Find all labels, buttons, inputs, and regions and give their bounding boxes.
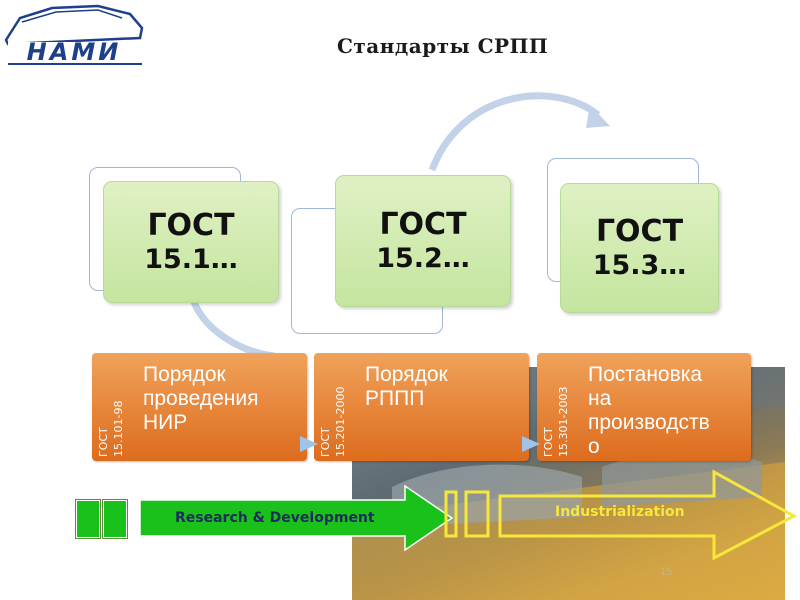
connector-arrow-2 — [522, 436, 540, 452]
page-title: Стандарты СРПП — [337, 34, 549, 58]
gost-card-title: ГОСТ — [595, 213, 684, 249]
gost-card-title: ГОСТ — [147, 207, 235, 243]
rd-stage-block — [102, 499, 128, 539]
industrialization-arrow — [498, 469, 798, 561]
standard-description: Постановка на производств о — [588, 363, 710, 458]
nami-logo: НАМИ — [0, 0, 150, 70]
gost-card-15-1[interactable]: ГОСТ 15.1… — [103, 181, 279, 303]
connector-arrow-1 — [300, 436, 318, 452]
industrialization-label: Industrialization — [555, 504, 685, 520]
page-number: 15 — [660, 566, 673, 578]
gost-card-number: 15.3… — [592, 249, 687, 281]
standard-description: Порядок проведения НИР — [143, 363, 259, 434]
gost-card-title: ГОСТ — [379, 206, 467, 242]
gost-card-number: 15.1… — [144, 243, 238, 275]
gost-card-number: 15.2… — [376, 242, 470, 274]
logo-text: НАМИ — [27, 38, 122, 66]
industrialization-stage-block — [444, 490, 458, 538]
standard-description: Порядок РППП — [365, 363, 448, 410]
industrialization-stage-block — [464, 490, 490, 538]
standard-nir[interactable]: ГОСТ 15.101-98 Порядок проведения НИР — [92, 353, 307, 461]
gost-card-15-3[interactable]: ГОСТ 15.3… — [560, 183, 719, 313]
rd-stage-block — [75, 499, 101, 539]
rd-label: Research & Development — [175, 510, 375, 526]
standard-rppp[interactable]: ГОСТ 15.201-2000 Порядок РППП — [314, 353, 529, 461]
gost-card-15-2[interactable]: ГОСТ 15.2… — [335, 175, 511, 307]
rd-arrow — [139, 484, 454, 552]
standard-production[interactable]: ГОСТ 15.301-2003 Постановка на производс… — [537, 353, 751, 461]
